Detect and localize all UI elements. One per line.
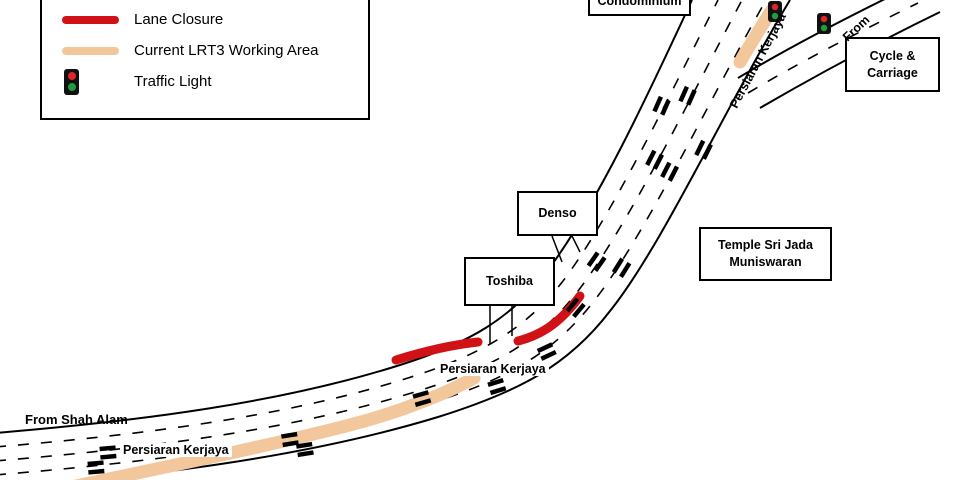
traffic-light-slot bbox=[62, 68, 119, 95]
lane-dash-marking bbox=[645, 149, 664, 170]
legend-label: Lane Closure bbox=[134, 11, 224, 28]
legend-label: Current LRT3 Working Area bbox=[134, 42, 319, 59]
green-light-dot bbox=[67, 83, 76, 91]
road-label-from-shah-alam: From Shah Alam bbox=[25, 412, 128, 427]
road-label-persiaran-kerjaya-middle: Persiaran Kerjaya bbox=[437, 362, 549, 376]
place-box-denso: Denso bbox=[517, 191, 598, 236]
traffic-light-icon bbox=[817, 13, 831, 34]
denso-driveway-line bbox=[551, 235, 563, 263]
working-area-swatch bbox=[62, 46, 119, 55]
lane-closure-segment-west bbox=[391, 337, 483, 365]
road-label-persiaran-kerjaya-southwest: Persiaran Kerjaya bbox=[120, 443, 232, 457]
place-box-temple-sri-jada-muniswaran: Temple Sri Jada Muniswaran bbox=[699, 227, 832, 281]
place-box-condominium: Condominium bbox=[588, 0, 691, 16]
red-light-dot bbox=[67, 72, 76, 80]
legend-item-working-area: Current LRT3 Working Area bbox=[62, 35, 368, 66]
road-edge-left bbox=[0, 0, 693, 434]
lane-dash-marking bbox=[652, 95, 671, 116]
lane-dash-marking bbox=[99, 445, 117, 460]
lane-dash-marking bbox=[660, 161, 679, 182]
lane-dash-marking bbox=[694, 139, 713, 160]
legend-item-lane-closure: Lane Closure bbox=[62, 4, 368, 35]
traffic-light-icon bbox=[768, 1, 782, 22]
lane-dash-marking bbox=[296, 441, 314, 458]
lane-dash-marking bbox=[487, 377, 507, 396]
lane-dash-marking bbox=[586, 251, 607, 272]
legend: Lane Closure Current LRT3 Working Area T… bbox=[40, 0, 370, 120]
lane-dash-marking bbox=[565, 297, 586, 318]
branch-road-edge-left bbox=[737, 0, 886, 79]
denso-driveway-line bbox=[571, 235, 581, 253]
lane-dash-marking bbox=[678, 85, 697, 106]
lane-dash-marking bbox=[412, 390, 432, 407]
road-centerline-dashed bbox=[0, 0, 743, 462]
legend-label: Traffic Light bbox=[134, 73, 212, 90]
traffic-light-icon bbox=[64, 68, 79, 95]
lane-dash-marking bbox=[536, 342, 557, 361]
place-box-toshiba: Toshiba bbox=[464, 257, 555, 306]
lane-dash-marking bbox=[87, 460, 105, 475]
branch-road-centerline bbox=[747, 2, 919, 94]
lane-dash-marking bbox=[281, 431, 299, 448]
lane-dash-marking bbox=[611, 257, 632, 278]
place-box-cycle-and-carriage: Cycle & Carriage bbox=[845, 37, 940, 92]
lane-closure-swatch bbox=[62, 15, 119, 24]
legend-item-traffic-light: Traffic Light bbox=[62, 66, 368, 97]
branch-road-edge-right bbox=[759, 11, 941, 109]
lrt3-working-area-southwest bbox=[72, 371, 481, 480]
